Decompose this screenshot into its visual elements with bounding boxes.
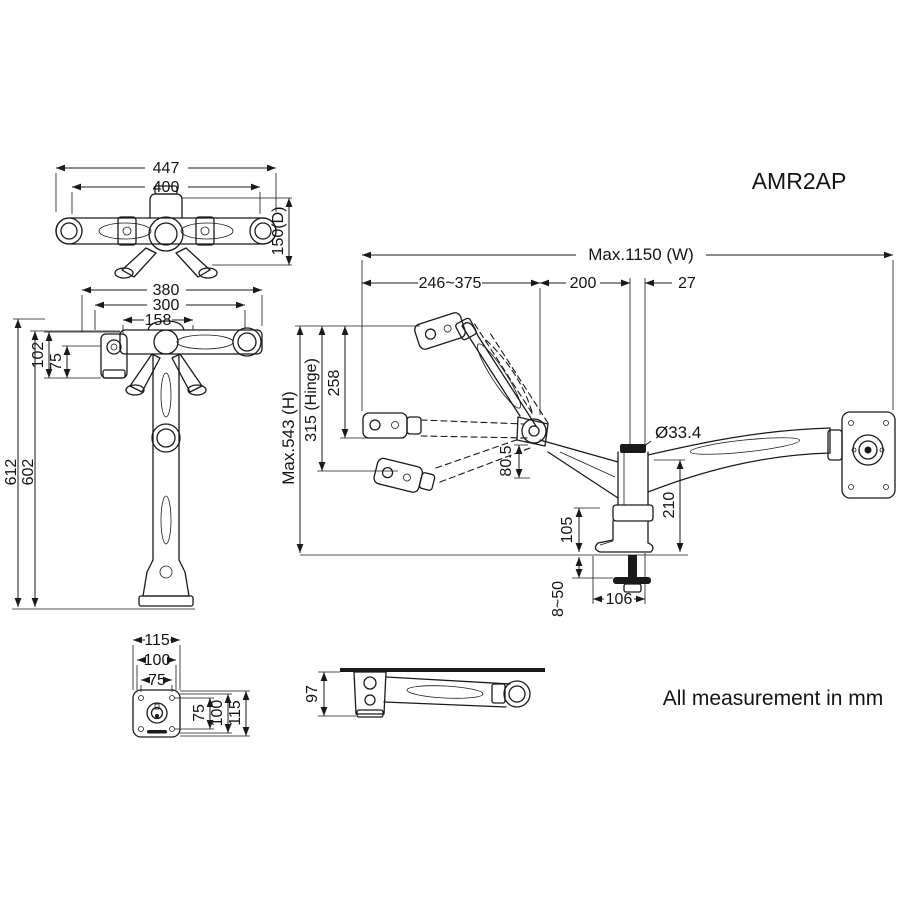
- dim-main-clearance: 105: [559, 517, 576, 544]
- front-view: 380 300 158 102 75 612 602: [3, 282, 263, 610]
- dim-top-depth: 150(D): [270, 207, 287, 256]
- dim-main-max-height: Max.543 (H): [279, 391, 298, 485]
- dim-folded-under-desk: 97: [304, 685, 321, 703]
- dim-main-elbow-drop: 80.5: [498, 445, 515, 476]
- dim-front-inner-width: 300: [153, 297, 180, 314]
- dim-main-reach: 246~375: [419, 275, 482, 292]
- dim-main-max-width: Max.1150 (W): [588, 245, 694, 264]
- dim-top-inner-width: 400: [153, 179, 180, 196]
- dim-front-total-height: 612: [3, 459, 20, 486]
- top-view: 447 400 150(D): [55, 160, 293, 279]
- dim-main-pole-diameter: Ø33.4: [655, 423, 701, 442]
- dim-top-overall-width: 447: [153, 160, 180, 177]
- dim-plate-top-outer: 115: [144, 632, 170, 649]
- dim-plate-side-inner: 75: [191, 704, 208, 722]
- dim-plate-top-mid: 100: [144, 652, 171, 669]
- dim-main-hinge-height: 315 (Hinge): [303, 358, 320, 442]
- dim-plate-top-inner: 75: [148, 672, 166, 689]
- dim-front-column-height: 602: [20, 459, 37, 486]
- dim-main-pole-height: 210: [661, 492, 678, 519]
- dim-plate-side-outer: 115: [227, 700, 244, 726]
- dim-front-bracket-drop: 102: [30, 342, 47, 369]
- dim-main-riser: 258: [326, 370, 343, 397]
- dim-front-overall-width: 380: [153, 282, 180, 299]
- dim-main-clamp-range: 8~50: [550, 581, 567, 617]
- dim-main-edge: 27: [678, 275, 696, 292]
- dim-main-clamp-depth: 106: [606, 591, 633, 608]
- dim-front-hub-offset: 158: [145, 312, 172, 329]
- vesa-plate-view: 115 100 75 75 100 115: [132, 632, 250, 738]
- side-view: Max.1150 (W) 246~375 200 27 Max.543 (H) …: [279, 245, 896, 617]
- dim-plate-side-mid: 100: [209, 700, 226, 727]
- dim-main-rear: 200: [570, 275, 597, 292]
- folded-view: 97: [304, 668, 545, 718]
- units-note: All measurement in mm: [663, 687, 884, 710]
- model-title: AMR2AP: [752, 168, 847, 194]
- dim-front-bracket-inner: 75: [48, 353, 65, 371]
